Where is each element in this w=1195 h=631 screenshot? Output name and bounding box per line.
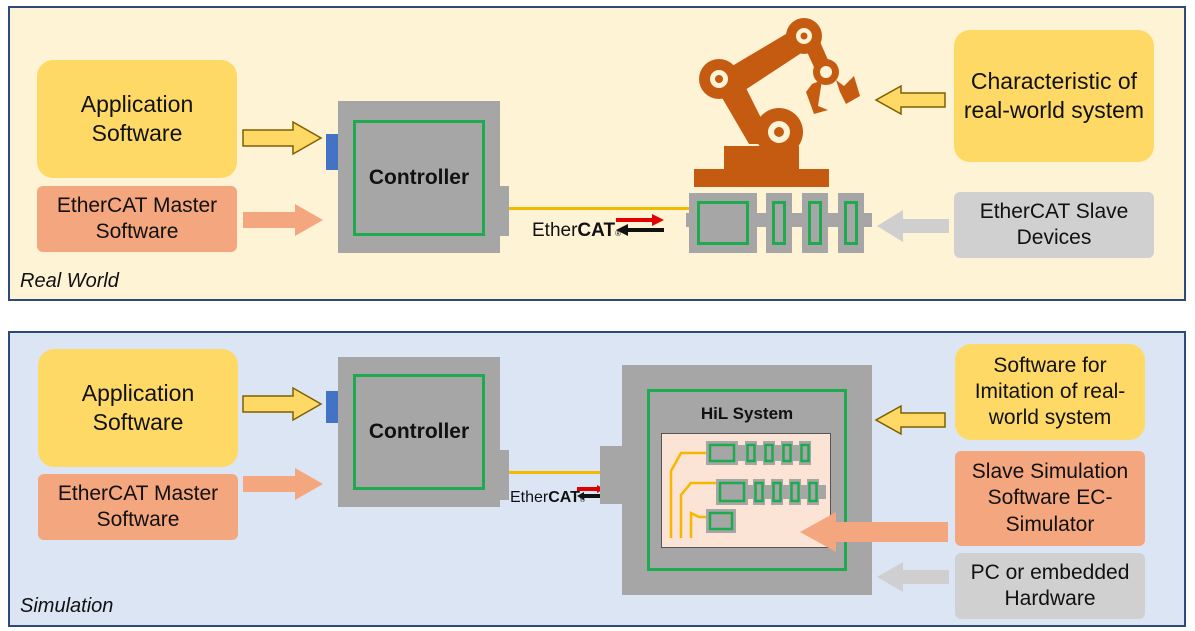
sim-ethercat-logo-prefix: Ether [510,489,549,506]
simulation-label: Simulation [20,595,114,617]
hil-system-title: HiL System [700,404,794,423]
pc-hardware-box: PC or embedded Hardware [955,553,1145,619]
ethercat-arrows-icon [616,214,664,236]
ethercat-logo: EtherCAT® [532,220,621,242]
ethercat-master-software-box: EtherCAT Master Software [37,186,237,252]
arrow-slave-simulation-to-hil [800,512,948,552]
slave-coupler-frame [697,201,749,245]
sim-controller-port [326,391,338,423]
arrow-master-to-controller [243,204,323,236]
ethercat-cable [509,207,697,210]
hil-frame [647,389,847,571]
arrow-characteristic-to-robot [874,84,946,116]
slave-terminal-3-frame [844,201,858,245]
slave-terminal-1-frame [772,201,786,245]
controller-label: Controller [353,120,485,236]
controller-side-tab [497,186,509,236]
sim-ethercat-logo-suffix: CAT [548,489,580,506]
ethercat-logo-prefix: Ether [532,220,578,241]
arrow-slave-devices [877,210,949,242]
slave-simulation-box: Slave Simulation Software EC-Simulator [955,451,1145,546]
sim-controller-label: Controller [353,374,485,490]
slave-devices-box: EtherCAT Slave Devices [954,192,1154,258]
sim-ethercat-arrows-icon [577,485,604,500]
arrow-imitation-to-hil [874,404,946,436]
slave-terminal-2-frame [808,201,822,245]
sim-ethercat-logo: EtherCAT® [510,489,585,507]
hil-connector [600,446,624,504]
robot-arm-icon [694,18,860,187]
hil-board-circuit [669,441,826,538]
sim-ethercat-logo-mark: ® [579,497,586,504]
software-imitation-box: Software for Imitation of real-world sys… [955,344,1145,440]
arrow-hardware-to-hil [877,562,949,592]
ethercat-logo-suffix: CAT [577,220,616,241]
characteristic-box: Characteristic of real-world system [954,30,1154,162]
sim-ethercat-master-software-box: EtherCAT Master Software [38,474,238,540]
sim-ethercat-cable [509,471,603,474]
sim-controller-side-tab [497,450,509,500]
sim-arrow-master-to-controller [243,468,323,500]
real-world-label: Real World [20,270,119,292]
application-software-box: Application Software [37,60,237,178]
sim-application-software-box: Application Software [38,349,238,467]
ethercat-logo-mark: ® [615,229,621,238]
sim-arrow-app-to-controller [242,386,323,422]
arrow-app-to-controller [242,120,323,156]
controller-port [326,134,338,170]
